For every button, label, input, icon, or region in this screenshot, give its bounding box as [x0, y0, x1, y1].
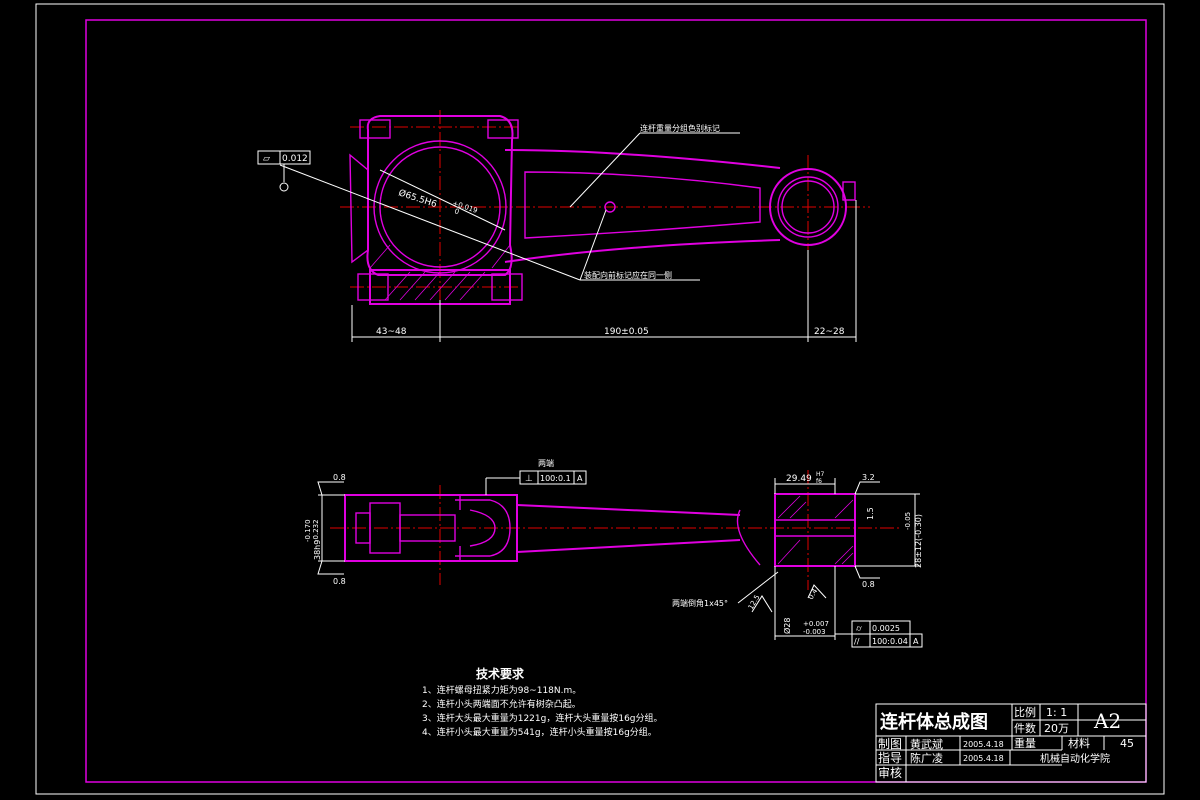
label-both-ends: 两端 — [538, 458, 554, 468]
tech-requirements: 技术要求 1、连杆螺母扭紧力矩为98~118N.m。 2、连杆小头两端面不允许有… — [422, 666, 663, 738]
school-name: 机械自动化学院 — [1040, 752, 1110, 765]
width-bot-left: 0.8 — [333, 577, 346, 586]
qty-label: 件数 — [1014, 722, 1036, 735]
drawing-title: 连杆体总成图 — [880, 711, 988, 733]
par2-datum: A — [913, 637, 919, 646]
side-view: 两端 ⊥ 100:0.1 A 0.8 0.8 38h9 -0.170 -0.23… — [304, 458, 923, 648]
title-block: 连杆体总成图 比例 1: 1 A2 件数 20万 重量 材料 45 制图 黄武斌… — [875, 703, 1147, 783]
roughness-right-bot: 0.8 — [862, 580, 875, 589]
small-end-width: 29.49 — [786, 474, 812, 484]
sheet-size: A2 — [1093, 709, 1121, 733]
par-value: 100:0.1 — [540, 474, 571, 483]
dim-right: 22~28 — [814, 327, 845, 337]
small-end-fit: H7 — [816, 471, 825, 478]
tech-item-3: 3、连杆大头最大重量为1221g，连杆大头重量按16g分组。 — [422, 712, 663, 724]
flatness-frame: ⏥ 0.012 — [257, 150, 311, 192]
width-top-left: 0.8 — [333, 473, 346, 482]
review-label: 审核 — [878, 765, 902, 780]
small-end-fit2: f6 — [816, 478, 822, 485]
sheet-border-inner — [85, 19, 1147, 783]
bush-tol-lower: -0.003 — [803, 628, 826, 636]
chamfer-note: 两端倒角1x45° — [672, 598, 728, 608]
left-tol-upper: -0.170 — [304, 519, 312, 542]
left-tol-lower: -0.232 — [312, 519, 320, 542]
left-height-dim: 38h9 — [313, 540, 322, 560]
drawn-date: 2005.4.18 — [963, 740, 1004, 749]
weight-label: 重量 — [1014, 736, 1036, 750]
tech-item-2: 2、连杆小头两端面不允许有树杂凸起。 — [422, 698, 581, 710]
drawn-label: 制图 — [878, 737, 902, 751]
material-label: 材料 — [1068, 736, 1090, 750]
flatness-value: 0.012 — [282, 154, 308, 164]
bore-tol-lower: 0 — [453, 207, 460, 216]
note-mark-side: 装配向前标记应在同一侧 — [584, 270, 672, 280]
scale-label: 比例 — [1014, 705, 1036, 719]
guide-name: 陈广凌 — [910, 751, 943, 765]
bush-tol-upper: +0.007 — [803, 620, 829, 628]
cyl-symbol: ⌭ — [856, 624, 862, 633]
par2-symbol: // — [854, 637, 860, 646]
right-height-dim: 28±12(-0.30) — [914, 514, 923, 568]
par-symbol: ⊥ — [525, 474, 533, 484]
material-value: 45 — [1120, 737, 1134, 750]
tech-item-4: 4、连杆小头最大重量为541g，连杆小头重量按16g分组。 — [422, 726, 657, 738]
sheet-border-outer — [35, 3, 1165, 795]
flatness-symbol: ⏥ — [263, 154, 270, 164]
guide-label: 指导 — [878, 750, 902, 765]
tech-item-1: 1、连杆螺母扭紧力矩为98~118N.m。 — [422, 684, 581, 696]
tech-title: 技术要求 — [476, 666, 525, 681]
hole-dim: 1.5 — [866, 507, 875, 520]
scale-value: 1: 1 — [1046, 706, 1067, 719]
par-datum: A — [577, 474, 583, 483]
qty-value: 20万 — [1044, 722, 1069, 735]
dim-center: 190±0.05 — [604, 327, 649, 337]
par2-value: 100:0.04 — [872, 637, 908, 646]
cap-hatch — [369, 244, 511, 301]
parallel-frame: 两端 ⊥ 100:0.1 A — [485, 458, 587, 495]
note-weight-group: 连杆重量分组色别标记 — [640, 123, 720, 133]
cylindricity-frame: ⌭ 0.0025 // 100:0.04 A — [835, 620, 923, 648]
dim-left: 43~48 — [376, 327, 407, 337]
guide-date: 2005.4.18 — [963, 754, 1004, 763]
drawn-name: 黄武斌 — [910, 737, 943, 751]
roughness-right-top: 3.2 — [862, 473, 875, 482]
cyl-value: 0.0025 — [872, 624, 900, 633]
roughness-chamfer: 12.5 — [747, 593, 762, 611]
right-tol: -0.05 — [904, 512, 912, 530]
bush-dim: Ø28 — [782, 618, 792, 634]
small-end-hatch — [777, 495, 854, 565]
front-view: 连杆重量分组色别标记 装配向前标记应在同一侧 Ø65.5H6 +0.019 0 … — [257, 110, 870, 342]
